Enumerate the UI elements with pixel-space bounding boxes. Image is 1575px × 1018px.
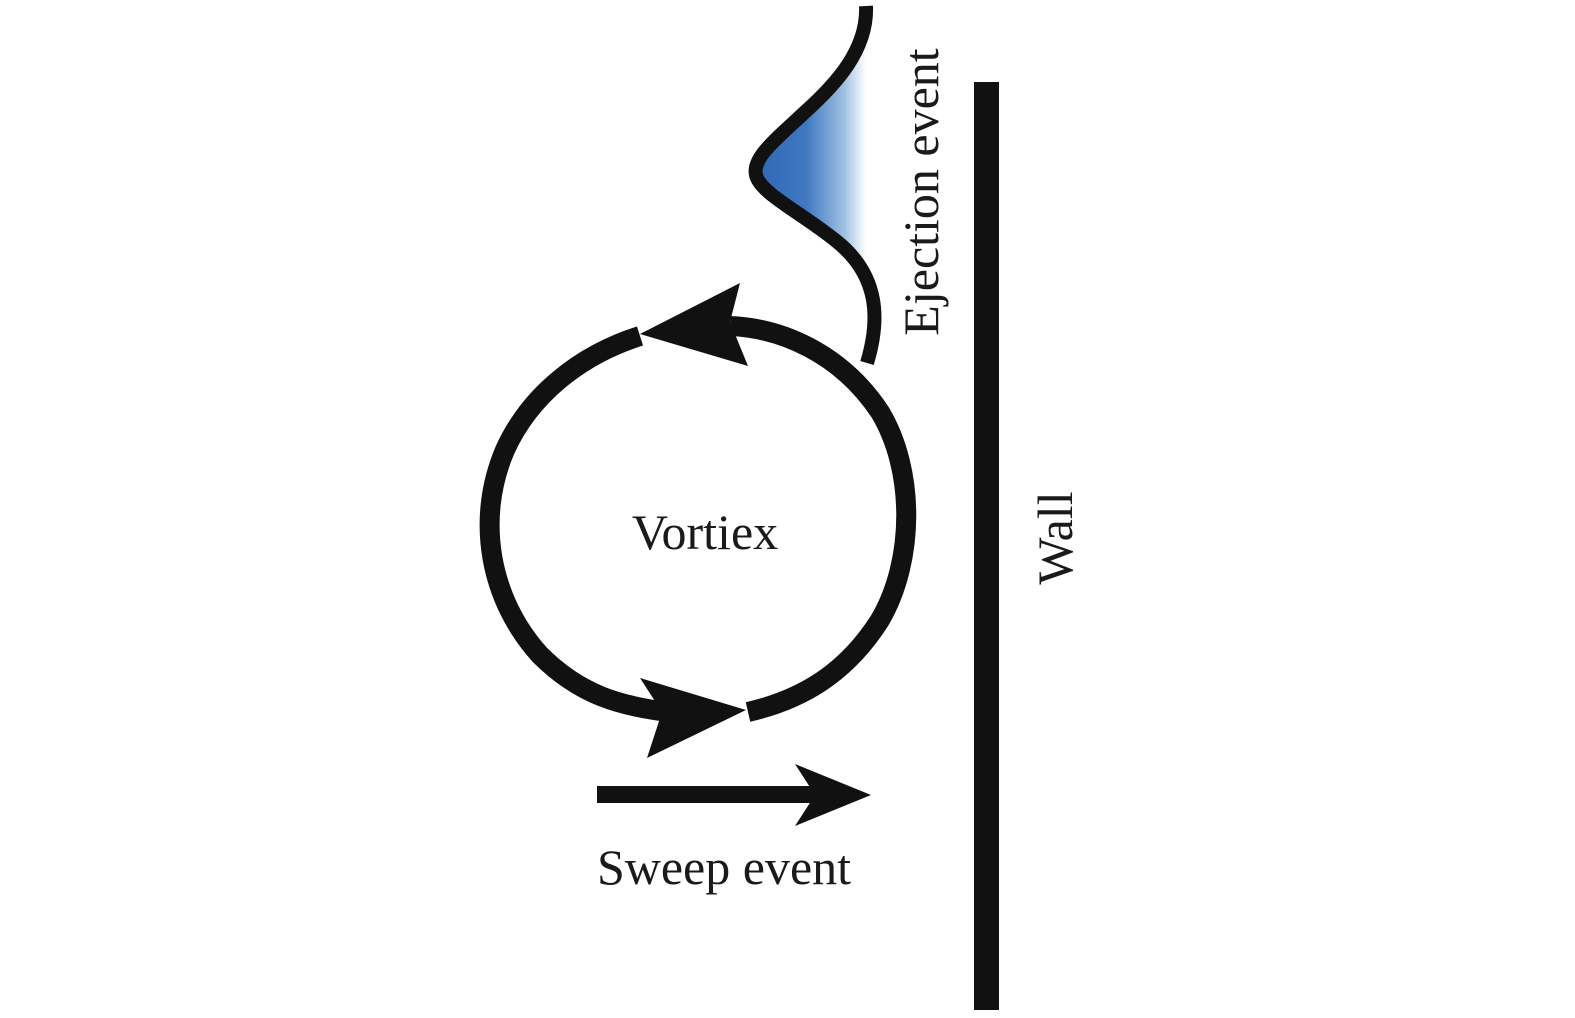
vortex-arrowhead-top [640, 283, 748, 366]
ejection-curve [748, 5, 882, 366]
sweep-arrowhead [795, 764, 871, 826]
vortex-arrowhead-bottom [640, 678, 746, 758]
wall-label: Wall [1027, 491, 1083, 584]
vortex-label: Vortiex [632, 504, 778, 560]
ejection-label: Ejection event [893, 48, 949, 335]
vortex-arc-right [729, 316, 917, 722]
sweep-arrow-shaft [597, 786, 817, 803]
wall-line [974, 82, 999, 1010]
sweep-label: Sweep event [597, 839, 851, 895]
vortex-arc-left [479, 326, 670, 722]
